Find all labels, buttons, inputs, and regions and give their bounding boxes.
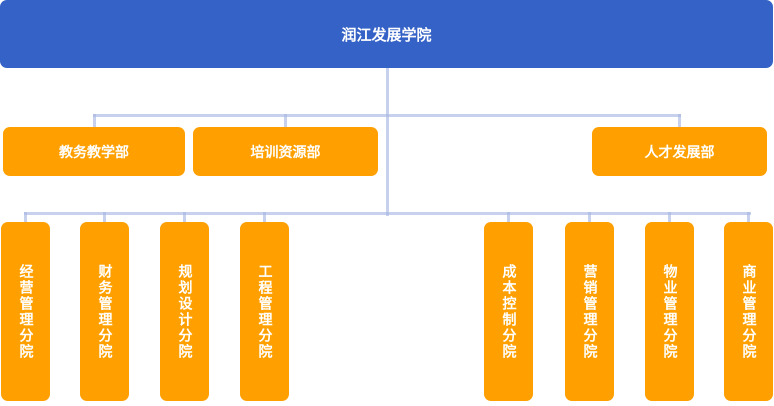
connector-drop-branch-7 (668, 212, 671, 223)
org-node-dept-label: 人才发展部 (644, 144, 715, 161)
org-node-branch-business-management[interactable]: 经营管理分院 (1, 222, 50, 401)
org-node-branch-planning-design[interactable]: 规划设计分院 (160, 222, 209, 401)
connector-drop-branch-5 (507, 212, 510, 223)
org-node-branch-label: 经营管理分院 (17, 263, 34, 360)
connector-root-vertical (386, 68, 389, 216)
connector-drop-branch-6 (588, 212, 591, 223)
connector-drop-dept-talent (678, 114, 681, 128)
org-node-branch-label: 工程管理分院 (256, 263, 273, 360)
org-node-dept-label: 培训资源部 (250, 144, 321, 161)
org-node-branch-label: 营销管理分院 (581, 263, 598, 360)
org-node-dept-academic-teaching[interactable]: 教务教学部 (3, 127, 185, 176)
org-node-branch-label: 成本控制分院 (500, 263, 517, 360)
connector-level2-horizontal (24, 212, 751, 215)
org-node-branch-cost-control[interactable]: 成本控制分院 (484, 222, 533, 401)
connector-level1-horizontal (93, 114, 681, 117)
org-node-branch-marketing-management[interactable]: 营销管理分院 (565, 222, 614, 401)
connector-drop-dept-training (284, 114, 287, 128)
connector-drop-branch-3 (183, 212, 186, 223)
org-node-branch-finance-management[interactable]: 财务管理分院 (80, 222, 129, 401)
org-node-branch-label: 商业管理分院 (740, 263, 757, 360)
org-node-branch-commerce-management[interactable]: 商业管理分院 (724, 222, 773, 401)
connector-drop-branch-8 (747, 212, 750, 223)
connector-drop-dept-academic (93, 114, 96, 128)
connector-drop-branch-4 (263, 212, 266, 223)
org-node-branch-label: 物业管理分院 (661, 263, 678, 360)
connector-drop-branch-1 (24, 212, 27, 223)
org-node-branch-label: 规划设计分院 (176, 263, 193, 360)
org-node-root-label: 润江发展学院 (341, 25, 432, 44)
connector-drop-branch-2 (103, 212, 106, 223)
org-node-branch-property-management[interactable]: 物业管理分院 (645, 222, 694, 401)
org-node-branch-label: 财务管理分院 (96, 263, 113, 360)
org-node-dept-training-resources[interactable]: 培训资源部 (193, 127, 378, 176)
org-node-dept-talent-development[interactable]: 人才发展部 (592, 127, 767, 176)
org-node-branch-engineering-management[interactable]: 工程管理分院 (240, 222, 289, 401)
org-node-root[interactable]: 润江发展学院 (0, 0, 773, 68)
org-node-dept-label: 教务教学部 (59, 144, 129, 161)
